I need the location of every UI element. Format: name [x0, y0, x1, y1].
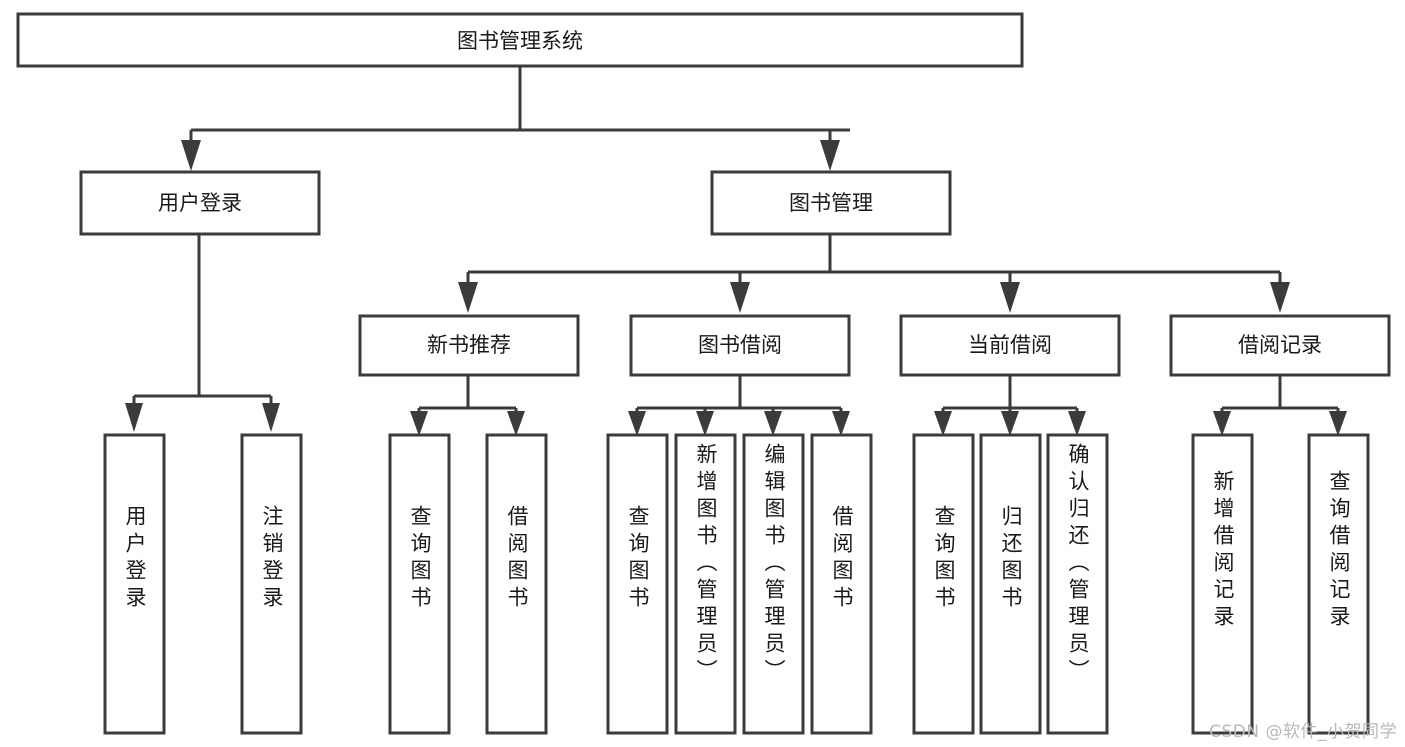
arrowhead-cb-leaf-3 [1068, 411, 1086, 436]
leaf-box-query-book-cb[interactable] [912, 433, 975, 735]
node-root-label: 图书管理系统 [457, 29, 583, 53]
leaf-box-borrow-book-bb[interactable] [810, 433, 873, 735]
leaf-box-confirm-return-admin[interactable] [1046, 433, 1109, 735]
node-book-management-label: 图书管理 [789, 191, 873, 215]
node-book-borrow-box [629, 314, 851, 377]
connectors-borrow-record-to-leaves [1213, 375, 1347, 436]
arrowhead-borrow-record [1270, 282, 1290, 313]
leaf-box-borrow-book-nbr[interactable] [485, 433, 548, 735]
connectors-book-borrow-to-leaves [628, 375, 850, 436]
arrowhead-nbr-leaf-1 [410, 411, 428, 436]
leaf-box-user-login[interactable] [103, 433, 166, 735]
node-new-book-recommendation[interactable]: 新书推荐 [358, 314, 580, 377]
node-book-borrow[interactable]: 图书借阅 [629, 314, 851, 377]
leaf-box-query-book-bb[interactable] [606, 433, 669, 735]
node-book-borrow-label: 图书借阅 [698, 333, 782, 357]
node-current-borrow-label: 当前借阅 [968, 333, 1052, 357]
arrowhead-current-borrow [1000, 282, 1020, 313]
leaf-box-add-book-admin[interactable] [674, 433, 737, 735]
arrowhead-cb-leaf-2 [1001, 411, 1019, 436]
connectors-new-book-rec-to-leaves [410, 375, 525, 436]
node-user-login-label: 用户登录 [158, 191, 242, 215]
connectors-current-borrow-to-leaves [934, 375, 1086, 436]
node-new-book-recommendation-box [358, 314, 580, 377]
connectors-root-to-level2 [181, 66, 850, 171]
node-user-login[interactable]: 用户登录 [79, 170, 321, 236]
node-borrow-record-box [1169, 314, 1391, 377]
arrowhead-book-mgmt [820, 140, 840, 171]
node-book-management-box [710, 170, 952, 236]
arrowhead-br-leaf-1 [1213, 411, 1231, 436]
arrowhead-br-leaf-2 [1329, 411, 1347, 436]
node-current-borrow[interactable]: 当前借阅 [899, 314, 1121, 377]
node-borrow-record[interactable]: 借阅记录 [1169, 314, 1391, 377]
arrowhead-new-book-rec [458, 282, 478, 313]
arrowhead-bb-leaf-4 [832, 411, 850, 436]
leaf-box-logout[interactable] [240, 433, 303, 735]
node-user-login-box [79, 170, 321, 236]
arrowhead-book-borrow [730, 282, 750, 313]
connectors-user-login-to-leaves [125, 234, 280, 432]
arrowhead-nbr-leaf-2 [507, 411, 525, 436]
arrowhead-user-login [181, 140, 201, 171]
arrowhead-leaf-user-login [125, 403, 143, 432]
leaf-box-edit-book-admin[interactable] [742, 433, 805, 735]
node-current-borrow-box [899, 314, 1121, 377]
leaf-box-return-book[interactable] [979, 433, 1042, 735]
node-new-book-recommendation-label: 新书推荐 [427, 333, 511, 357]
node-book-management[interactable]: 图书管理 [710, 170, 952, 236]
arrowhead-cb-leaf-1 [934, 411, 952, 436]
node-root-system[interactable]: 图书管理系统 [16, 12, 1024, 68]
node-root-box [16, 12, 1024, 68]
leaf-box-query-book-nbr[interactable] [388, 433, 451, 735]
connectors-book-mgmt-to-level3 [458, 234, 1290, 313]
leaf-box-add-borrow-record[interactable] [1191, 433, 1254, 735]
watermark-text: CSDN @软件_小贺同学 [1209, 722, 1397, 742]
arrowhead-bb-leaf-3 [764, 411, 782, 436]
arrowhead-bb-leaf-2 [696, 411, 714, 436]
leaf-box-query-borrow-record[interactable] [1307, 433, 1370, 735]
arrowhead-bb-leaf-1 [628, 411, 646, 436]
arrowhead-leaf-logout [262, 403, 280, 432]
node-borrow-record-label: 借阅记录 [1238, 333, 1322, 357]
